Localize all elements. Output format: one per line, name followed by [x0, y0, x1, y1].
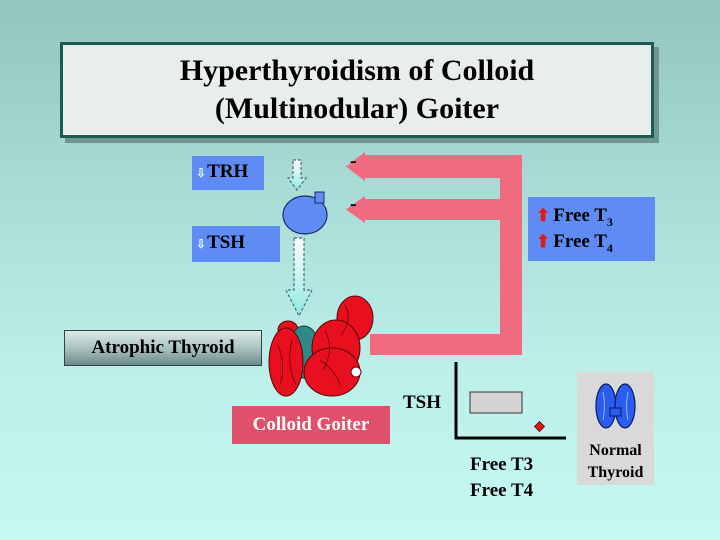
feedback-arrowhead-upper [346, 152, 365, 181]
trh-label: TRH [207, 161, 249, 182]
feedback-arrow-body [365, 155, 522, 355]
normal-range-box [469, 391, 523, 414]
free-t4-subscript: 4 [606, 240, 613, 255]
feedback-sign-upper: - [350, 150, 357, 172]
normal-thyroid-label: Normal Thyroid [577, 440, 654, 484]
normal-thyroid-icon [595, 383, 636, 429]
tsh-graph [454, 362, 566, 440]
down-arrow-icon: ⇩ [196, 237, 207, 251]
feedback-arrowhead-lower [346, 196, 365, 223]
tsh-label-box: ⇩TSH [192, 226, 280, 262]
dashed-arrow-lower [285, 237, 313, 318]
colloid-goiter-illustration [268, 295, 374, 397]
feedback-sign-lower: - [350, 193, 357, 215]
tsh-label: TSH [207, 232, 246, 253]
title-line-1: Hyperthyroidism of Colloid [179, 54, 535, 87]
graph-x-axis-line-1: Free T3 [470, 454, 534, 475]
free-t3-label: Free T [553, 205, 607, 226]
normal-thyroid-line-2: Thyroid [587, 464, 644, 481]
colloid-goiter-label: Colloid Goiter [232, 406, 390, 444]
up-arrow-icon: ⬆ [536, 232, 551, 251]
free-t3-subscript: 3 [606, 214, 613, 229]
up-arrow-icon: ⬆ [536, 206, 551, 225]
trh-label-box: ⇩TRH [192, 156, 264, 190]
feedback-arrow [346, 152, 522, 355]
graph-x-axis-label: Free T3 Free T4 [470, 452, 533, 504]
patient-marker [533, 420, 546, 433]
pituitary-gland [282, 191, 328, 235]
graph-x-axis-line-2: Free T4 [470, 480, 534, 501]
normal-thyroid-line-1: Normal [589, 442, 642, 459]
graph-axes [454, 362, 566, 440]
normal-thyroid-box: Normal Thyroid [577, 372, 654, 485]
dashed-arrow-upper [286, 159, 308, 191]
title-line-2: (Multinodular) Goiter [214, 92, 500, 125]
title-box: Hyperthyroidism of Colloid (Multinodular… [60, 42, 654, 138]
graph-y-axis-label: TSH [403, 392, 442, 413]
free-t4-label: Free T [553, 231, 607, 252]
down-arrow-icon: ⇩ [196, 166, 207, 180]
atrophic-thyroid-label: Atrophic Thyroid [64, 330, 262, 366]
